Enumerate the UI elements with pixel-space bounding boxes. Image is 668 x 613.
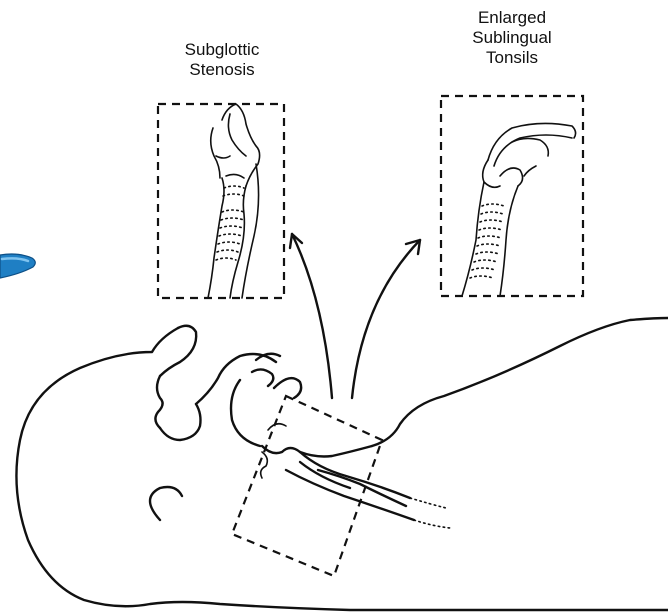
blue-instrument-icon <box>0 254 35 278</box>
callout-arrows <box>290 234 420 398</box>
enlarged-sublingual-tonsils-inset <box>441 96 583 296</box>
patient-silhouette <box>16 318 668 610</box>
subglottic-stenosis-inset <box>158 104 284 298</box>
region-of-interest-box <box>232 396 382 576</box>
enlarged-sublingual-tonsils-label: Enlarged Sublingual Tonsils <box>446 8 578 68</box>
subglottic-stenosis-label: Subglottic Stenosis <box>160 40 284 80</box>
label-right-line-1: Enlarged <box>446 8 578 28</box>
label-right-line-3: Tonsils <box>446 48 578 68</box>
label-left-line-2: Stenosis <box>160 60 284 80</box>
label-left-line-1: Subglottic <box>160 40 284 60</box>
label-right-line-2: Sublingual <box>446 28 578 48</box>
